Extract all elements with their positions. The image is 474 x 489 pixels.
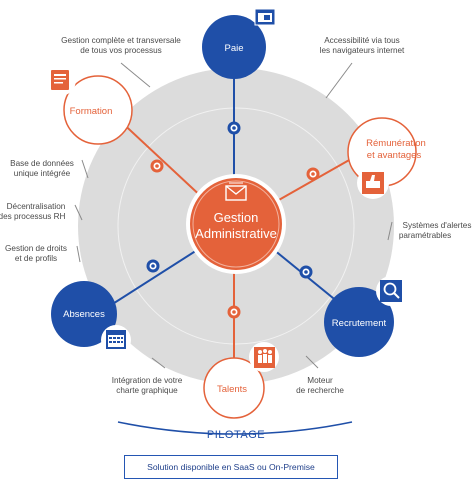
note-decentralisation-line1: Décentralisation: [7, 202, 66, 211]
notes: Gestion complète et transversale de tous…: [0, 36, 471, 395]
note-accessibilite-line1: Accessibilité via tous: [324, 36, 400, 45]
talents-label: Talents: [217, 384, 247, 395]
book-icon: [44, 64, 76, 96]
note-accessibilite-line2: les navigateurs internet: [320, 46, 405, 55]
envelope-icon: [225, 182, 247, 201]
node-talents: Talents: [203, 342, 279, 419]
note-alertes-line2: paramétrables: [399, 231, 451, 240]
pilotage-band: PILOTAGE: [117, 421, 353, 441]
connector-dots: [146, 121, 320, 319]
remuneration-label-line1: Rémunération: [366, 138, 426, 149]
center-label-line2: Administrative: [195, 226, 277, 241]
node-formation: Formation: [44, 64, 133, 145]
dot-absences: [146, 259, 160, 273]
paie-label: Paie: [224, 43, 243, 54]
note-integration-line1: Intégration de votre: [112, 376, 183, 385]
people-icon: [249, 342, 279, 372]
dot-talents: [227, 305, 241, 319]
dot-recrutement: [299, 265, 313, 279]
note-base-donnees-line1: Base de données: [10, 159, 74, 168]
note-integration-line2: charte graphique: [116, 386, 178, 395]
note-base-donnees-line2: unique intégrée: [14, 169, 71, 178]
node-recrutement: Recrutement: [324, 276, 406, 357]
dot-formation: [150, 159, 164, 173]
pilotage-label: PILOTAGE: [207, 429, 265, 441]
note-gestion-complete-line2: de tous vos processus: [80, 46, 161, 55]
note-alertes-line1: Systèmes d'alertes: [403, 221, 472, 230]
note-gestion-complete-line1: Gestion complète et transversale: [61, 36, 181, 45]
node-absences: Absences: [51, 281, 131, 355]
footer-text: Solution disponible en SaaS ou On-Premis…: [147, 462, 315, 472]
note-decentralisation-line2: des processus RH: [0, 212, 66, 221]
footer-box: Solution disponible en SaaS ou On-Premis…: [124, 455, 338, 479]
note-moteur-line2: de recherche: [296, 386, 344, 395]
center-label-line1: Gestion: [214, 210, 259, 225]
wallet-icon: [254, 8, 276, 26]
node-remuneration: Rémunération et avantages: [347, 117, 426, 199]
absences-label: Absences: [63, 309, 105, 320]
recrutement-label: Recrutement: [332, 318, 387, 329]
center-node: Gestion Administrative: [186, 174, 286, 274]
note-moteur-line1: Moteur: [307, 376, 333, 385]
note-gestion-droits-line2: et de profils: [15, 254, 57, 263]
magnifier-icon: [376, 276, 406, 306]
inner-ring: [117, 107, 355, 345]
remuneration-label-line2: et avantages: [367, 150, 422, 161]
dot-paie: [227, 121, 241, 135]
dot-remuneration: [306, 167, 320, 181]
calendar-icon: [101, 325, 131, 355]
formation-label: Formation: [70, 106, 113, 117]
note-gestion-droits-line1: Gestion de droits: [5, 244, 67, 253]
annotation-ticks: [74, 62, 393, 369]
hand-icon: [357, 167, 389, 199]
node-paie: Paie: [202, 8, 276, 79]
